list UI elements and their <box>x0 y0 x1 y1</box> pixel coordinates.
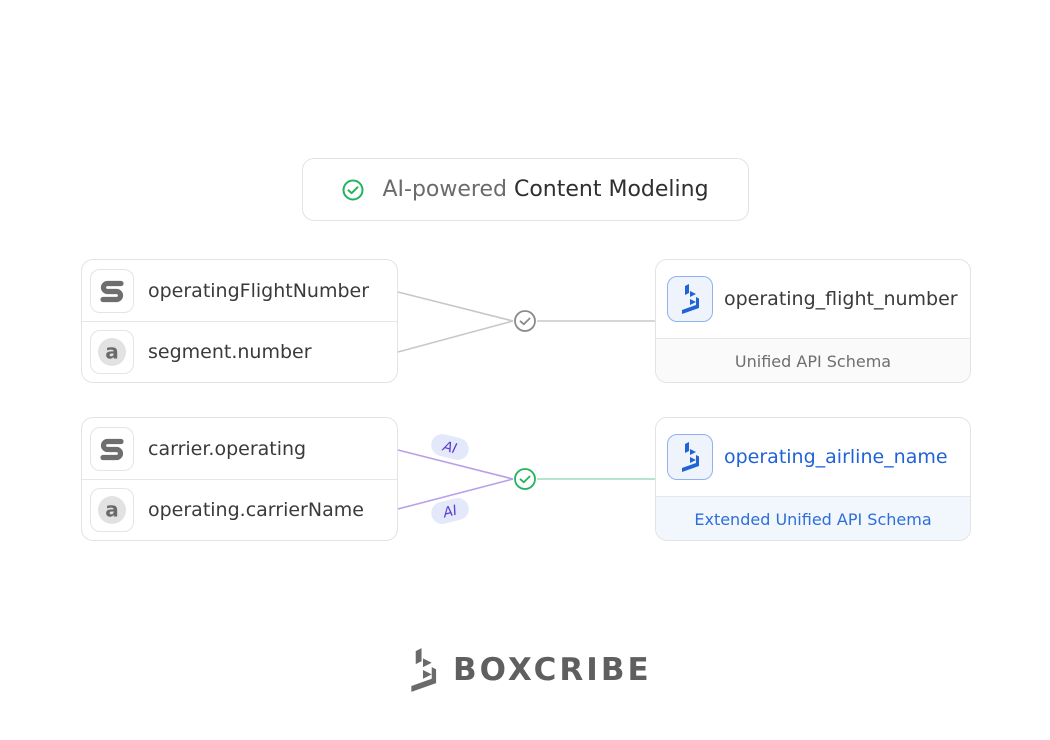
target-field-row[interactable]: operating_flight_number <box>656 260 970 338</box>
svg-text:AI: AI <box>441 503 459 522</box>
ai-badge: AI <box>431 434 469 460</box>
target-field-row[interactable]: operating_airline_name <box>656 418 970 496</box>
connector-line <box>397 478 514 510</box>
check-circle-icon <box>342 179 364 200</box>
schema-label: Unified API Schema <box>656 338 970 382</box>
target-card: operating_flight_number Unified API Sche… <box>655 259 971 383</box>
boxcribe-logo-icon <box>667 276 713 322</box>
brand-logo: BOXCRIBE <box>407 646 652 694</box>
source-field-row[interactable]: operatingFlightNumber <box>82 260 397 321</box>
schema-label: Extended Unified API Schema <box>656 496 970 540</box>
merge-check-icon <box>514 310 536 332</box>
svg-text:a: a <box>105 340 119 364</box>
boxcribe-logo-icon <box>667 434 713 480</box>
source-field-label: segment.number <box>148 341 312 363</box>
ai-badge: AI <box>431 498 469 524</box>
target-field-label: operating_airline_name <box>724 446 948 468</box>
a-logo-icon: a <box>90 330 134 374</box>
connector-line <box>397 291 514 322</box>
source-field-label: operating.carrierName <box>148 499 364 521</box>
a-logo-icon: a <box>90 488 134 532</box>
boxcribe-logo-icon <box>411 648 437 692</box>
source-field-label: operatingFlightNumber <box>148 279 370 302</box>
source-field-row[interactable]: carrier.operating <box>82 418 397 479</box>
target-field-label: operating_flight_number <box>724 288 958 310</box>
s-logo-icon <box>90 268 134 313</box>
s-logo-icon <box>90 426 134 471</box>
title-pill: AI-powered Content Modeling <box>302 158 749 221</box>
svg-text:a: a <box>105 498 119 522</box>
connector-line <box>397 320 514 353</box>
source-field-row[interactable]: a segment.number <box>82 321 397 382</box>
title-main: Content Modeling <box>513 177 709 202</box>
source-field-row[interactable]: a operating.carrierName <box>82 479 397 540</box>
source-card: operatingFlightNumber a segment.number <box>81 259 398 383</box>
merge-check-icon <box>514 468 536 490</box>
connector-line <box>397 449 514 480</box>
target-card: operating_airline_name Extended Unified … <box>655 417 971 541</box>
source-card: carrier.operating a operating.carrierNam… <box>81 417 398 541</box>
svg-text:AI: AI <box>440 438 458 457</box>
brand-wordmark: BOXCRIBE <box>453 652 652 688</box>
source-field-label: carrier.operating <box>148 437 307 460</box>
title-prefix: AI-powered <box>382 177 507 202</box>
